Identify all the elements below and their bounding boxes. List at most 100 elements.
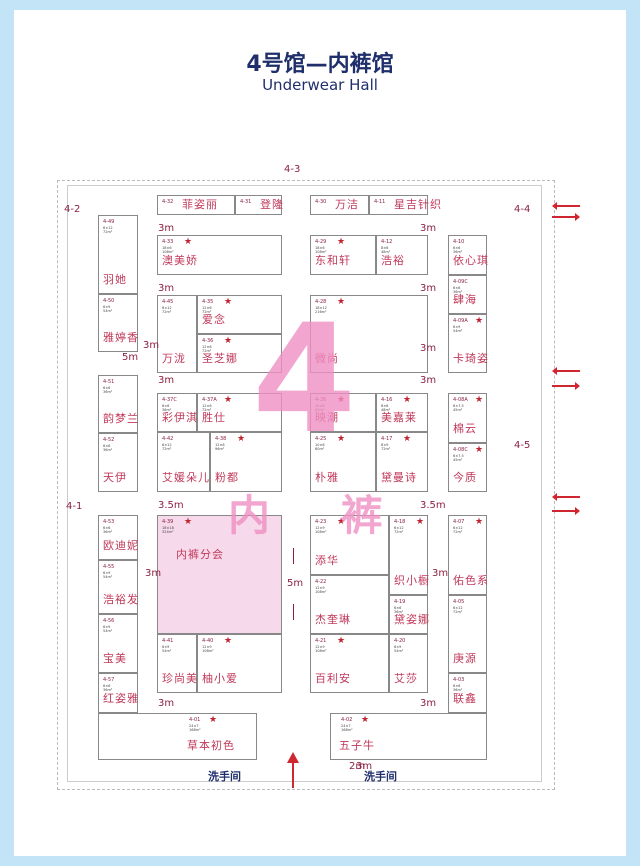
booth-area: 54m² [453,329,463,333]
booth-dimensions: 6×7.5 [453,454,464,458]
booth-dimensions: 10×6 [315,404,325,408]
booth-dimensions: 12×8 [215,443,225,447]
booth-dimensions: 6×9 [103,571,111,575]
booth-area: 72m² [162,310,172,314]
featured-star-icon: ★ [184,237,193,247]
booth-number: 4-16 [381,397,393,403]
featured-star-icon: ★ [224,636,233,646]
booth-exhibitor-name: 杰奎琳 [315,613,351,626]
booth-dimensions: 18×18 [162,526,174,530]
restroom-label: 洗手间 [208,770,241,783]
booth-number: 4-35 [202,299,214,305]
booth-number: 4-51 [103,379,115,385]
booth-area: 60m² [315,447,325,451]
booth-number: 4-37C [162,397,177,403]
booth-exhibitor-name: 艾莎 [394,672,418,685]
aisle-width-label: 3m [158,283,175,294]
booth-area: 48m² [381,250,391,254]
booth-exhibitor-name: 粉都 [215,471,239,484]
booth-number: 4-25 [315,436,327,442]
booth-number: 4-09C [453,279,468,285]
booth-area: 72m² [394,530,404,534]
booth-area: 54m² [103,309,113,313]
booth-dimensions: 10×6 [315,443,325,447]
entry-arrow-icon [552,202,580,210]
booth-number: 4-41 [162,638,174,644]
booth-area: 108m² [315,590,327,594]
booth-dimensions: 8×6 [381,246,389,250]
booth-number: 4-02 [341,717,353,723]
booth-number: 4-40 [202,638,214,644]
page-title: 4号馆—内裤馆 [246,52,394,77]
booth-area: 72m² [162,447,172,451]
entry-arrow-icon [552,493,580,501]
booth-exhibitor-name: 登隆 [260,198,284,211]
booth-exhibitor-name: 浩裕发 [103,593,139,606]
featured-star-icon: ★ [184,517,193,527]
booth-number: 4-19 [394,599,406,605]
booth-area: 72m² [453,530,463,534]
booth-area: 72m² [453,610,463,614]
gate-4-5: 4-5 [514,440,531,451]
booth-dimensions: 6×12 [162,443,172,447]
hall-outline [57,180,555,790]
booth-dimensions: 6×6 [453,246,461,250]
booth-number: 4-12 [381,239,393,245]
